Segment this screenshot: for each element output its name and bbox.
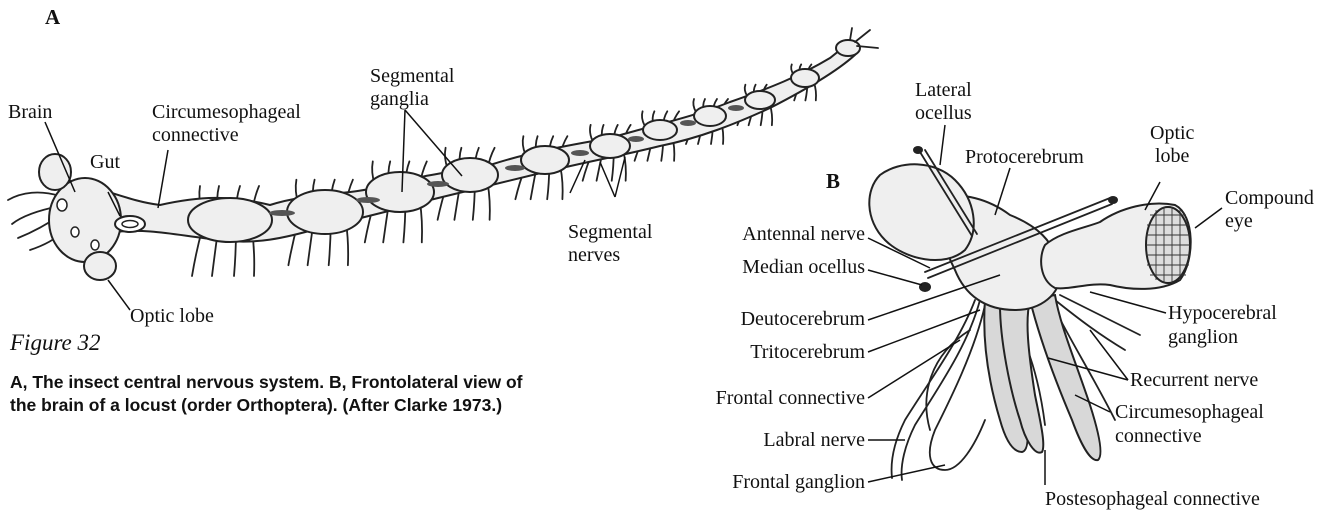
label-deutocerebrum: Deutocerebrum (741, 308, 866, 330)
label-hypocerebral-1: Hypocerebral (1168, 302, 1277, 324)
caption-line-2: the brain of a locust (order Orthoptera)… (10, 395, 502, 415)
label-gut: Gut (90, 151, 120, 173)
label-lateral-ocellus-1: Lateral (915, 79, 972, 101)
label-segmental-nerves-2: nerves (568, 244, 620, 266)
label-recurrent-nerve: Recurrent nerve (1130, 369, 1258, 391)
label-optic-lobe-b-2: lobe (1155, 145, 1190, 167)
figure-title: Figure 32 (9, 330, 101, 355)
segmental-nerve (642, 111, 645, 125)
caption-line-1: A, The insect central nervous system. B,… (10, 372, 523, 392)
label-postesophageal-connective: Postesophageal connective (1045, 488, 1260, 510)
label-median-ocellus: Median ocellus (742, 256, 865, 278)
segmental-nerve (693, 99, 696, 112)
label-lateral-ocellus-2: ocellus (915, 102, 972, 124)
label-segmental-nerves-1: Segmental (568, 221, 653, 243)
label-circumesophageal-a-2: connective (152, 124, 239, 146)
segmental-nerve (560, 167, 562, 199)
label-segmental-ganglia-1: Segmental (370, 65, 455, 87)
label-circumesophageal-a-1: Circumesophageal (152, 101, 301, 123)
label-protocerebrum: Protocerebrum (965, 146, 1084, 168)
panel-b-letter: B (826, 169, 840, 193)
label-hypocerebral-2: ganglion (1168, 326, 1238, 348)
label-circumesophageal-b-1: Circumesophageal (1115, 401, 1264, 423)
segmental-nerve (624, 152, 626, 181)
segmental-nerve (590, 125, 593, 141)
label-compound-eye-2: eye (1225, 210, 1253, 232)
label-antennal-nerve: Antennal nerve (742, 223, 865, 245)
panel-a-letter: A (45, 5, 61, 29)
label-optic-lobe-a: Optic lobe (130, 305, 214, 327)
label-optic-lobe-b-1: Optic (1150, 122, 1195, 144)
label-frontal-ganglion: Frontal ganglion (732, 471, 865, 493)
label-circumesophageal-b-2: connective (1115, 425, 1202, 447)
label-labral-nerve: Labral nerve (763, 429, 865, 451)
label-segmental-ganglia-2: ganglia (370, 88, 429, 110)
label-frontal-connective: Frontal connective (716, 387, 866, 409)
gut-ring (115, 216, 145, 232)
label-compound-eye-1: Compound (1225, 187, 1314, 209)
label-tritocerebrum: Tritocerebrum (750, 341, 865, 363)
label-brain: Brain (8, 101, 52, 123)
